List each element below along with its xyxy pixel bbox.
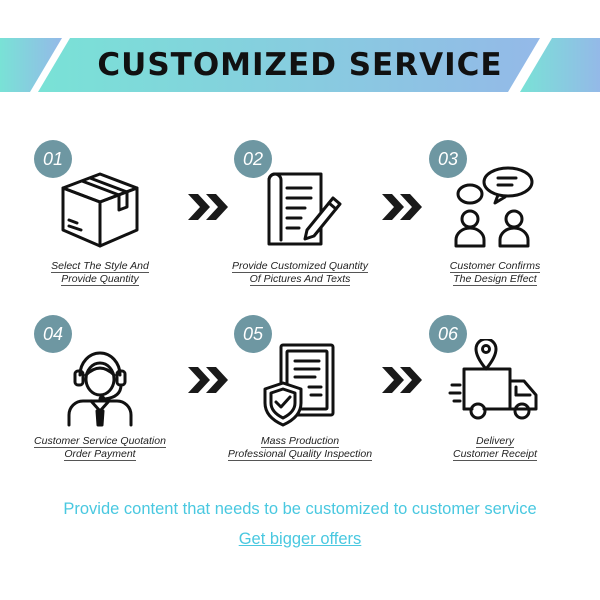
certificate-shield-icon — [263, 343, 335, 427]
delivery-truck-icon — [448, 339, 538, 420]
step-caption: Mass Production Professional Quality Ins… — [227, 435, 373, 461]
get-bigger-offers-link[interactable]: Get bigger offers — [0, 530, 600, 549]
step-caption: Provide Customized Quantity Of Pictures … — [232, 260, 368, 286]
box-icon — [61, 172, 139, 248]
step-number-badge: 03 — [429, 140, 467, 178]
step-caption: Customer Confirms The Design Effect — [449, 260, 541, 286]
double-chevron-right-icon — [188, 194, 228, 220]
step-confirm-design: 03 Customer Confirms The Design Effect — [405, 140, 585, 300]
header-banner: CUSTOMIZED SERVICE — [0, 38, 600, 92]
footer-text: Provide content that needs to be customi… — [63, 500, 537, 518]
banner-background — [0, 38, 600, 92]
step-delivery: 06 Delivery Customer Receipt — [405, 315, 585, 475]
step-number-badge: 06 — [429, 315, 467, 353]
get-bigger-offers-label[interactable]: Get bigger offers — [238, 530, 362, 548]
step-number-badge: 04 — [34, 315, 72, 353]
page-title: CUSTOMIZED SERVICE — [97, 47, 503, 83]
double-chevron-right-icon — [382, 367, 422, 393]
double-chevron-right-icon — [382, 194, 422, 220]
step-quotation-payment: 04 Customer Service Quotation Order Paym… — [10, 315, 190, 475]
step-mass-production: 05 Mass Production Professional Quality … — [210, 315, 390, 475]
step-provide-content: 02 Provide Customized Quantity Of Pictur… — [210, 140, 390, 300]
step-number-badge: 05 — [234, 315, 272, 353]
document-pen-icon — [267, 172, 342, 246]
step-caption: Customer Service Quotation Order Payment — [34, 435, 166, 461]
step-caption: Delivery Customer Receipt — [452, 435, 538, 461]
customer-service-agent-icon — [67, 351, 133, 427]
step-select-style: 01 Select The Style And Provide Quantity — [10, 140, 190, 300]
step-caption: Select The Style And Provide Quantity — [51, 260, 149, 286]
double-chevron-right-icon — [188, 367, 228, 393]
people-chat-icon — [454, 166, 534, 248]
step-number-badge: 01 — [34, 140, 72, 178]
step-number-badge: 02 — [234, 140, 272, 178]
